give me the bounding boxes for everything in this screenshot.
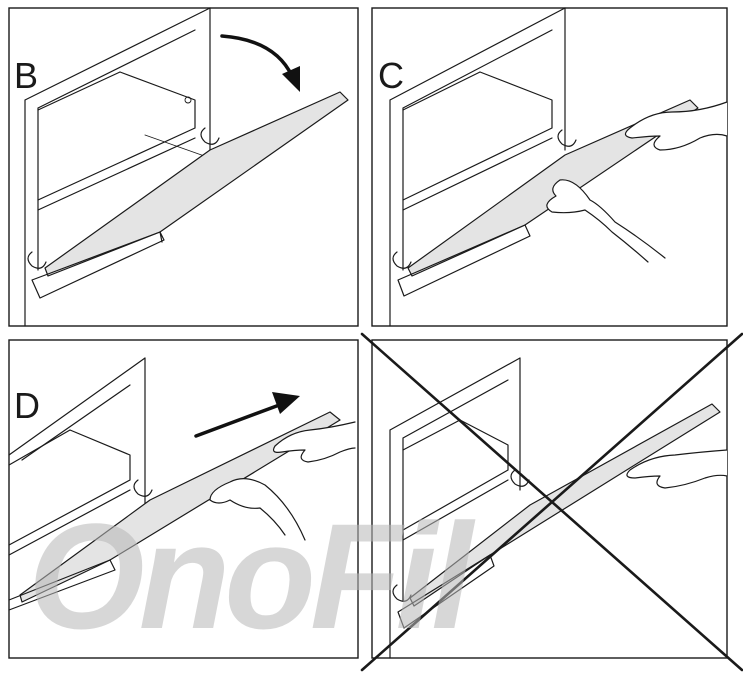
curved-arrow-icon — [220, 34, 294, 78]
panel-b-frame — [8, 7, 359, 327]
hand-lower — [546, 179, 666, 263]
oven-rack — [402, 71, 553, 211]
watermark: OnoFil — [28, 492, 476, 660]
glass-panel — [44, 91, 349, 277]
panel-label-b: B — [14, 55, 38, 96]
hinge-right — [133, 479, 153, 497]
door-frame — [31, 231, 165, 299]
straight-arrow-icon — [194, 402, 284, 438]
oven-cavity — [389, 7, 566, 327]
cross-mark-icon-stroke — [360, 332, 743, 672]
panel-label-d: D — [14, 385, 40, 426]
panel-d: D — [8, 339, 359, 659]
panel-wrong — [360, 332, 743, 672]
panel-label-c: C — [378, 55, 404, 96]
hinge-right — [510, 469, 530, 487]
oven-cavity — [389, 357, 521, 659]
hand-upper — [272, 421, 356, 463]
door-frame — [397, 554, 495, 629]
glass-panel — [19, 411, 341, 603]
hinge-right — [200, 127, 220, 145]
hand-lower — [209, 478, 306, 541]
hand-upper — [626, 449, 728, 489]
hinge-left — [392, 251, 412, 269]
oven-rack — [402, 419, 509, 541]
hinge-right — [557, 129, 577, 147]
door-frame — [397, 224, 531, 297]
hand-upper — [624, 101, 728, 151]
panel-b: B — [8, 7, 359, 327]
oven-rack — [37, 71, 196, 211]
hinge-left — [392, 584, 412, 602]
hinge-left — [27, 251, 47, 269]
door-frame — [8, 559, 116, 611]
panel-c — [371, 7, 728, 327]
oven-rack — [8, 429, 131, 556]
oven-cavity — [24, 7, 211, 327]
oven-shelf — [144, 134, 211, 159]
glass-panel — [409, 403, 721, 607]
